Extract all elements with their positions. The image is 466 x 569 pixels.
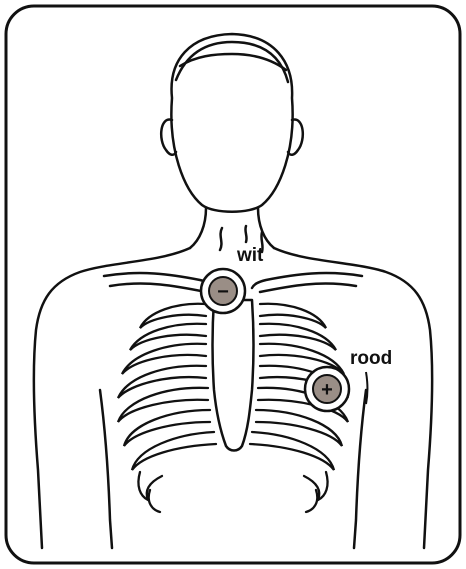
label-white-electrode: wit: [237, 246, 263, 265]
neck-mark-2: [245, 226, 246, 242]
electrode-positive-sign: +: [321, 379, 333, 401]
electrode-positive: +: [305, 367, 349, 411]
electrode-negative: −: [201, 269, 245, 313]
electrode-negative-sign: −: [217, 281, 229, 303]
neck-mark-1: [220, 228, 222, 250]
label-red-electrode: rood: [350, 349, 392, 368]
